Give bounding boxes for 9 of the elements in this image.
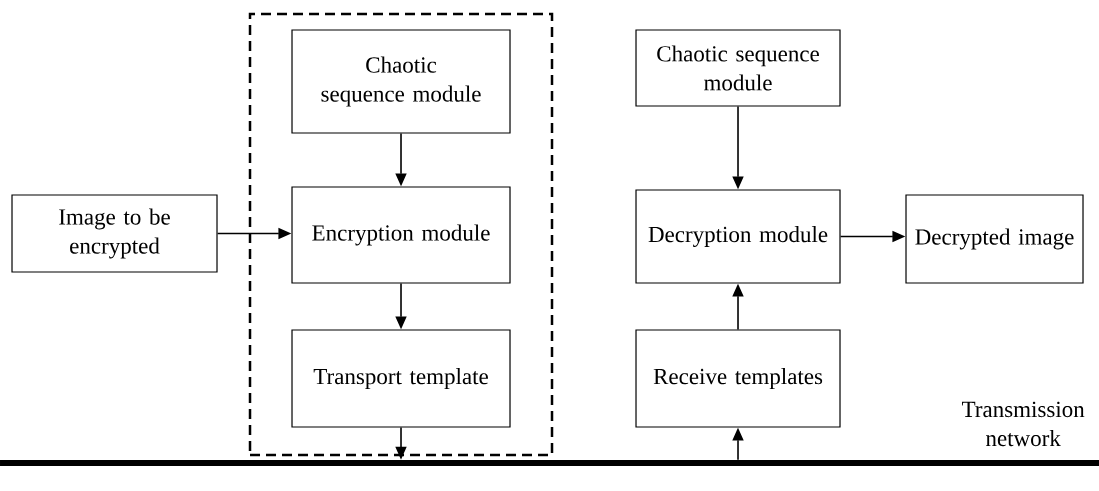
process-box: Receive templates xyxy=(635,329,841,428)
process-box: Transport template xyxy=(291,329,511,428)
process-box: Decryption module xyxy=(635,189,841,284)
process-box: Image to be encrypted xyxy=(11,194,218,273)
process-box: Encryption module xyxy=(291,186,511,284)
process-box: Chaotic sequence module xyxy=(635,29,841,107)
dashed-group-box xyxy=(248,12,554,457)
process-box: Chaotic sequence module xyxy=(291,29,511,134)
process-box: Decrypted image xyxy=(905,194,1084,284)
